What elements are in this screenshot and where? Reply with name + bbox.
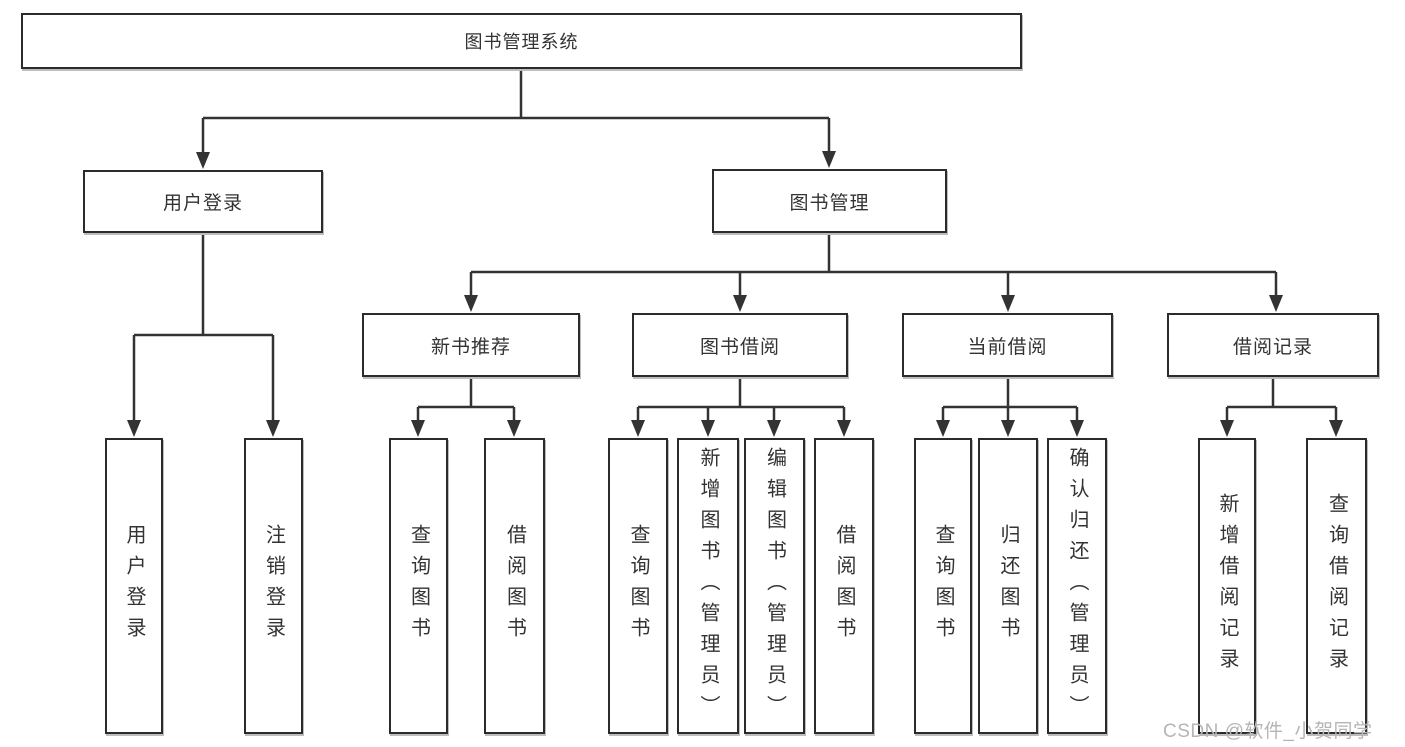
leaf-add-borrow-record: 新增借阅记录 [1198, 438, 1256, 734]
leaf-query-books-recommend: 查询图书 [389, 438, 448, 734]
leaf-borrow-books: 借阅图书 [814, 438, 874, 734]
leaf-confirm-return-admin: 确认归还（管理员） [1047, 438, 1107, 734]
node-library-management-system: 图书管理系统 [21, 13, 1022, 69]
leaf-query-books-current: 查询图书 [914, 438, 972, 734]
leaf-edit-books-admin: 编辑图书（管理员） [744, 438, 805, 734]
leaf-return-books: 归还图书 [978, 438, 1038, 734]
leaf-label: 归还图书 [997, 524, 1019, 648]
node-new-book-recommend: 新书推荐 [362, 313, 580, 377]
leaf-borrow-books-recommend: 借阅图书 [484, 438, 545, 734]
leaf-label: 查询借阅记录 [1325, 493, 1348, 679]
leaf-label: 新增借阅记录 [1216, 493, 1238, 679]
leaf-query-borrow-record: 查询借阅记录 [1306, 438, 1367, 734]
node-current-borrowing: 当前借阅 [902, 313, 1113, 377]
leaf-label: 注销登录 [262, 524, 285, 648]
node-book-borrowing: 图书借阅 [632, 313, 848, 377]
leaf-label: 新增图书（管理员） [697, 446, 719, 726]
leaf-label: 查询图书 [627, 524, 649, 648]
leaf-label: 查询图书 [407, 524, 430, 648]
leaf-label: 借阅图书 [503, 524, 526, 648]
leaf-logout: 注销登录 [244, 438, 303, 734]
leaf-query-books-borrow: 查询图书 [608, 438, 668, 734]
csdn-watermark: CSDN @软件_小贺同学 [1163, 721, 1373, 742]
leaf-add-books-admin: 新增图书（管理员） [677, 438, 739, 734]
node-borrow-records: 借阅记录 [1167, 313, 1379, 377]
node-book-management: 图书管理 [712, 169, 947, 233]
leaf-label: 查询图书 [932, 524, 954, 648]
arrowhead-icons [127, 151, 1343, 437]
leaf-user-login: 用户登录 [105, 438, 163, 734]
leaf-label: 借阅图书 [833, 524, 855, 648]
leaf-label: 确认归还（管理员） [1066, 446, 1088, 726]
leaf-label: 用户登录 [123, 524, 145, 648]
node-user-login: 用户登录 [83, 170, 323, 233]
leaf-label: 编辑图书（管理员） [763, 446, 786, 726]
